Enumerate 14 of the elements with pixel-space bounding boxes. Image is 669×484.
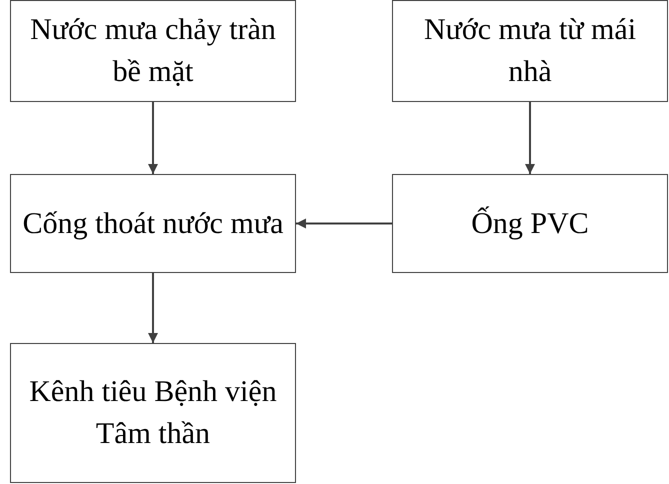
- arrow: [296, 218, 392, 228]
- process-box: [10, 0, 296, 102]
- process-box: [392, 174, 668, 273]
- process-box: [10, 174, 296, 273]
- box-text: Cống thoát nước mưa: [22, 206, 284, 242]
- arrow: [525, 102, 535, 174]
- arrow: [148, 273, 158, 343]
- box-text: Ống PVC: [471, 205, 589, 242]
- process-box: [392, 0, 668, 102]
- box-text: Nước mưa từ mái nhà: [422, 12, 638, 90]
- process-box: [10, 343, 296, 483]
- arrow: [148, 102, 158, 174]
- box-text: Kênh tiêu Bệnh viện Tâm thần: [28, 374, 278, 452]
- box-text: Nước mưa chảy tràn bề mặt: [29, 12, 277, 90]
